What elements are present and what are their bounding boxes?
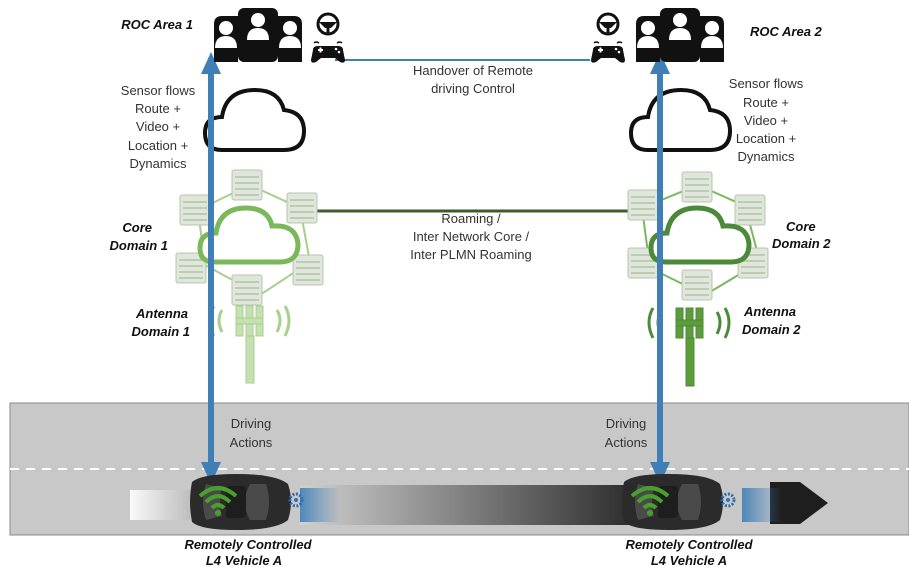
antenna-domain-1-line1: Antenna bbox=[135, 306, 188, 321]
roc-operators-left-icon bbox=[214, 8, 302, 62]
blue-glow-right bbox=[742, 488, 782, 522]
driving-actions-left-line2: Actions bbox=[230, 435, 273, 450]
roaming-line1: Roaming / bbox=[441, 211, 501, 226]
core-network-right bbox=[627, 171, 769, 301]
antenna-domain-2-line2: Domain 2 bbox=[742, 322, 801, 337]
core-network-left bbox=[175, 169, 324, 306]
core-domain-2-line2: Domain 2 bbox=[772, 236, 831, 251]
core-domain-1-line1: Core bbox=[122, 220, 152, 235]
vehicle-right-label-line2: L4 Vehicle A bbox=[651, 553, 727, 567]
roaming-line3: Inter PLMN Roaming bbox=[410, 247, 531, 262]
vehicle-left-label-line1: Remotely Controlled bbox=[184, 537, 312, 552]
arrow-right-vertical bbox=[650, 52, 670, 484]
steering-gamepad-right-icon bbox=[589, 12, 627, 65]
middle-trail bbox=[300, 485, 640, 525]
sensor-right-line4: Location + bbox=[736, 131, 796, 146]
sensor-left-line5: Dynamics bbox=[129, 156, 187, 171]
sensor-right-line1: Sensor flows bbox=[729, 76, 804, 91]
sensor-right-line5: Dynamics bbox=[737, 149, 795, 164]
blue-glow-left bbox=[300, 488, 340, 522]
antenna-domain-1-line2: Domain 1 bbox=[131, 324, 190, 339]
arrow-left-vertical bbox=[201, 52, 221, 484]
core-domain-1-line2: Domain 1 bbox=[109, 238, 168, 253]
antenna-domain-2-line1: Antenna bbox=[743, 304, 796, 319]
vehicle-left-label-line2: L4 Vehicle A bbox=[206, 553, 282, 567]
sensor-left-line3: Video + bbox=[136, 119, 180, 134]
vehicle-left-icon bbox=[190, 474, 304, 530]
driving-actions-right-line1: Driving bbox=[606, 416, 646, 431]
driving-actions-right-line2: Actions bbox=[605, 435, 648, 450]
handover-label-line1: Handover of Remote bbox=[413, 63, 533, 78]
roc-area-1-label: ROC Area 1 bbox=[121, 17, 193, 32]
left-vehicle-trail bbox=[130, 490, 190, 520]
cloud-right bbox=[628, 87, 733, 152]
roc-area-2-label: ROC Area 2 bbox=[750, 24, 823, 39]
vehicle-right-icon bbox=[622, 474, 736, 530]
core-domain-2-line1: Core bbox=[786, 219, 816, 234]
handover-label-line2: driving Control bbox=[431, 81, 515, 96]
sensor-right-line2: Route + bbox=[743, 95, 789, 110]
cloud-left bbox=[202, 87, 307, 152]
antenna-left bbox=[208, 305, 291, 384]
steering-gamepad-left-icon bbox=[309, 12, 347, 65]
sensor-left-line4: Location + bbox=[128, 138, 188, 153]
roc-operators-right-icon bbox=[636, 8, 724, 62]
driving-actions-left-line1: Driving bbox=[231, 416, 271, 431]
vehicle-right-label-line1: Remotely Controlled bbox=[625, 537, 753, 552]
roaming-line2: Inter Network Core / bbox=[413, 229, 530, 244]
sensor-left-line1: Sensor flows bbox=[121, 83, 196, 98]
sensor-right-line3: Video + bbox=[744, 113, 788, 128]
trail-arrow-head bbox=[770, 482, 828, 524]
sensor-left-line2: Route + bbox=[135, 101, 181, 116]
